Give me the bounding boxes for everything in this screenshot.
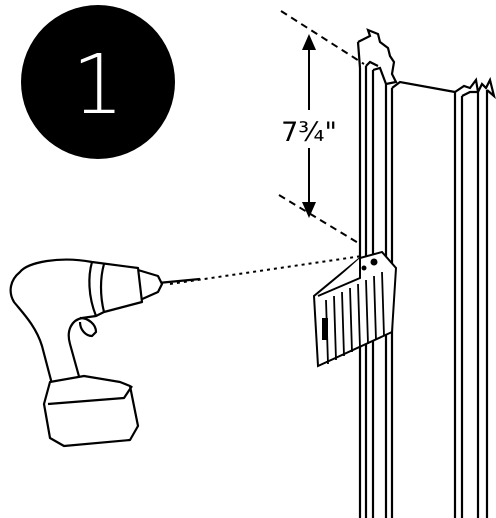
bracket-tab bbox=[322, 318, 328, 340]
bracket-flange bbox=[317, 258, 361, 297]
drill-grip-detail bbox=[78, 316, 98, 338]
drill-bit bbox=[157, 277, 201, 285]
bracket-ribs bbox=[325, 271, 385, 365]
step-number: 1 bbox=[72, 38, 124, 133]
corner-bracket-icon bbox=[312, 250, 398, 368]
dimension-arrowhead-top bbox=[302, 34, 316, 50]
drill-battery bbox=[42, 374, 140, 448]
step-badge: 1 bbox=[21, 5, 175, 159]
jamb-right-break bbox=[454, 76, 496, 100]
guide-line-bottom bbox=[278, 194, 361, 245]
jamb-left-top-cap bbox=[356, 41, 379, 69]
cordless-drill-icon bbox=[9, 258, 201, 448]
drill-aim-line bbox=[169, 255, 363, 285]
dimension-arrowhead-bottom bbox=[302, 202, 316, 218]
jamb-right-cap bbox=[461, 90, 478, 97]
drill-battery-seam bbox=[47, 385, 133, 406]
drill-body bbox=[9, 258, 144, 386]
dimension-label: 7¾" bbox=[281, 117, 337, 148]
drill-body-ridge bbox=[88, 261, 106, 317]
dimension-label-bg bbox=[272, 110, 346, 148]
step-badge-circle bbox=[21, 5, 175, 159]
bracket-screw-hole-2 bbox=[361, 265, 367, 271]
jamb-head bbox=[391, 80, 456, 94]
guide-line-top bbox=[280, 10, 365, 65]
bracket-screw-hole bbox=[370, 258, 378, 266]
jamb-left-break bbox=[357, 28, 398, 86]
